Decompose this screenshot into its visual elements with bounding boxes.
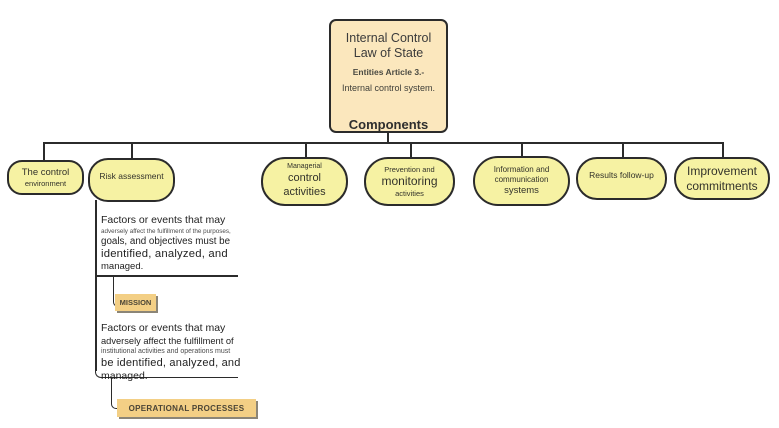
root-title-line1: Internal Control	[345, 31, 432, 45]
connector-drop-2	[131, 142, 133, 158]
detail-line: adversely affect the fulfillment of the …	[101, 228, 231, 235]
operational-processes-tag: OPERATIONAL PROCESSES	[117, 399, 256, 417]
node-managerial-control-activities: Managerial control activities	[261, 157, 348, 206]
connector-drop-3	[305, 142, 307, 157]
node-label-line: environment	[24, 178, 67, 188]
node-label-line: control	[287, 172, 322, 185]
detail-line: goals, and objectives must be	[101, 236, 231, 247]
node-label-line: commitments	[686, 178, 758, 193]
node-label-line: Risk assessment	[99, 170, 164, 181]
detail-line: Factors or events that may	[101, 322, 226, 334]
risk-detail-block-2: Factors or events that may adversely aff…	[101, 322, 249, 383]
node-label-line: communication	[494, 175, 549, 185]
connector-risk-trunk	[95, 200, 97, 371]
connector-drop-5	[521, 142, 523, 156]
node-label-line: Managerial	[287, 163, 322, 171]
connector-bracket-2	[95, 371, 238, 378]
mission-tag: MISSION	[115, 294, 156, 311]
node-label-line: systems	[504, 185, 539, 197]
node-improvement-commitments: Improvement commitments	[674, 157, 770, 200]
detail-line: be identified, analyzed, and	[101, 357, 241, 369]
detail-line: managed.	[101, 261, 144, 272]
node-label-line: Information and	[493, 165, 550, 175]
operational-processes-tag-label: OPERATIONAL PROCESSES	[128, 403, 245, 413]
node-risk-assessment: Risk assessment	[88, 158, 175, 202]
node-label-line: Prevention and	[384, 164, 435, 174]
node-control-environment: The control environment	[7, 160, 84, 195]
connector-drop-4	[410, 142, 412, 157]
root-node-internal-control-law: Internal Control Law of State Entities A…	[329, 19, 448, 133]
node-label-line: Results follow-up	[589, 170, 654, 181]
node-label-line: activities	[395, 189, 424, 198]
connector-spine	[43, 142, 723, 144]
connector-drop-7	[722, 142, 724, 157]
root-subtitle2: Internal control system.	[341, 83, 436, 93]
detail-line: managed.	[101, 370, 148, 382]
detail-line: identified, analyzed, and	[101, 248, 228, 260]
detail-line: adversely affect the fulfillment of	[101, 336, 234, 346]
connector-drop-6	[622, 142, 624, 157]
root-title-line2: Law of State	[353, 46, 424, 60]
node-label-line: monitoring	[381, 174, 438, 188]
mission-tag-label: MISSION	[119, 298, 152, 307]
risk-detail-block-1: Factors or events that may adversely aff…	[101, 214, 249, 273]
node-results-follow-up: Results follow-up	[576, 157, 667, 200]
node-label-line: Improvement	[686, 163, 758, 178]
connector-bracket-1	[95, 275, 238, 277]
root-subtitle1: Entities Article 3.-	[352, 67, 425, 77]
node-information-communication-systems: Information and communication systems	[473, 156, 570, 206]
root-footer-components: Components	[348, 117, 429, 132]
detail-line: institutional activities and operations …	[101, 348, 231, 355]
connector-drop-1	[43, 142, 45, 160]
node-label-line: The control	[21, 166, 70, 178]
detail-line: Factors or events that may	[101, 214, 226, 226]
connector-operational-branch	[111, 378, 122, 409]
node-prevention-monitoring: Prevention and monitoring activities	[364, 157, 455, 206]
connector-root-stub	[387, 133, 389, 142]
node-label-line: activities	[283, 185, 326, 198]
